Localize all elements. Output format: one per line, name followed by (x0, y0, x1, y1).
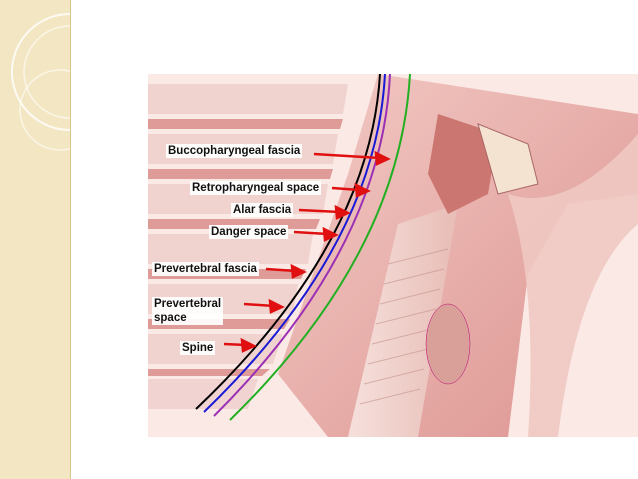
trachea (348, 204, 458, 437)
neck-illustration (148, 74, 638, 437)
label-alar-fascia: Alar fascia (231, 203, 294, 217)
label-prevertebral-space: Prevertebral space (152, 297, 224, 325)
label-buccopharyngeal-fascia: Buccopharyngeal fascia (166, 144, 303, 158)
thyroid (425, 303, 471, 385)
anatomy-figure (148, 74, 638, 437)
label-spine: Spine (180, 341, 216, 355)
label-retropharyngeal-space: Retropharyngeal space (190, 181, 322, 195)
pointer-arrows (223, 150, 391, 353)
rings-decoration (11, 13, 70, 151)
label-prevertebral-fascia: Prevertebral fascia (152, 262, 259, 276)
fascia-lines (195, 74, 411, 421)
label-danger-space: Danger space (209, 225, 289, 239)
side-panel (0, 0, 71, 479)
larynx (428, 114, 498, 214)
